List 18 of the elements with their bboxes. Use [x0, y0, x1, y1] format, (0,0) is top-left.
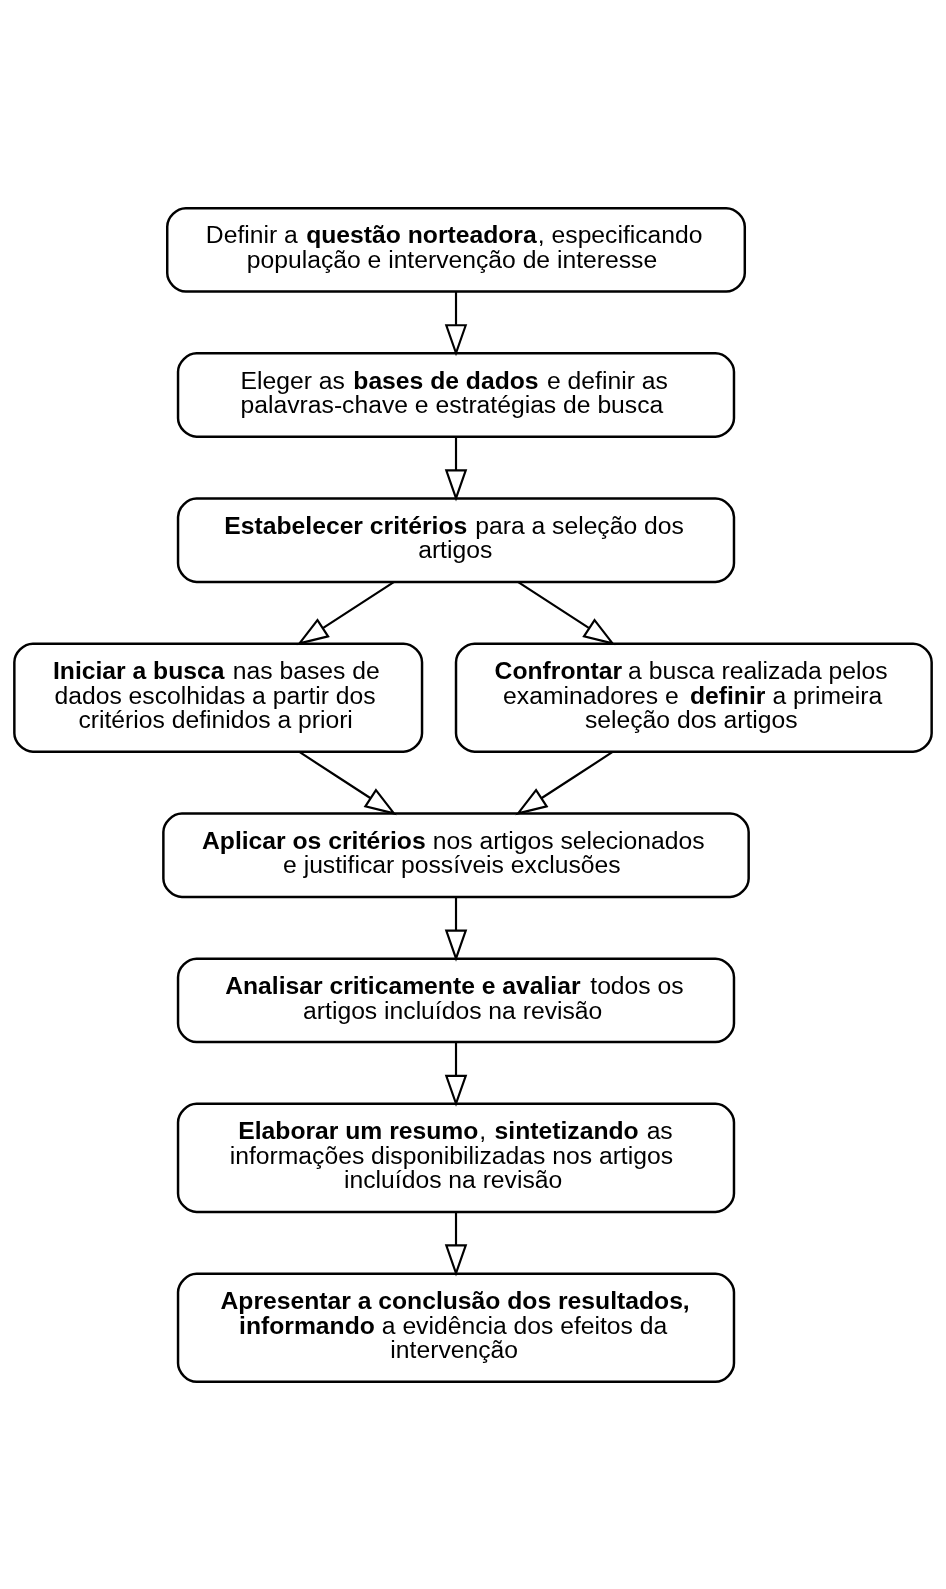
node-box: Eleger as bases de dados e definir as palavras-chave e estratégias de busca	[176, 351, 736, 438]
node-box: Confrontar a busca realizada pelos examinadores e definir a primeira seleção dos artigos	[454, 641, 933, 753]
arrow	[444, 896, 468, 962]
node-box: Apresentar a conclusão dos resultados, informando a evidência dos efeitos da intervenção	[176, 1272, 736, 1383]
node-box: Analisar criticamente e avaliar todos os artigos incluídos na revisão	[176, 956, 736, 1043]
node-box: Estabelecer critérios para a seleção dos artigos	[176, 496, 736, 583]
arrow	[298, 750, 397, 815]
node-box: Elaborar um resumo, sintetizando as informações disponibilizadas nos artigos incluídos na revisão	[176, 1102, 736, 1213]
arrow	[517, 580, 616, 645]
arrow	[444, 1211, 468, 1276]
node-box: Definir a questão norteadora, especificando população e intervenção de interesse	[166, 206, 747, 293]
arrow	[444, 1041, 468, 1107]
arrow	[515, 750, 614, 815]
arrow	[444, 436, 468, 501]
node-box: Iniciar a busca nas bases de dados escolhidas a partir dos critérios definidos a priori	[13, 641, 424, 753]
arrow	[444, 291, 468, 356]
node-box: Aplicar os critérios nos artigos selecionados e justificar possíveis exclusões	[162, 811, 750, 898]
arrow	[296, 580, 395, 645]
